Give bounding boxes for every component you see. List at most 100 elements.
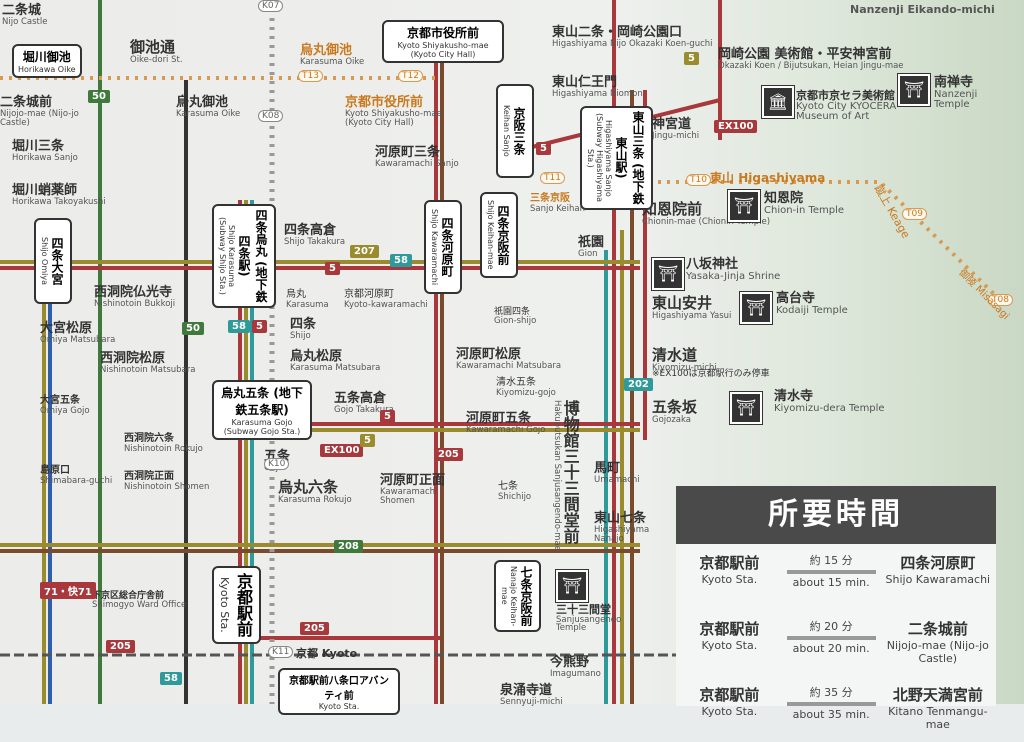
shrine-icon: ⛩ (651, 257, 685, 291)
subway-tag-k08: K08 (258, 110, 284, 122)
subway-tag-k07: K07 (258, 0, 284, 12)
route-badge-ex100[interactable]: EX100 (320, 444, 364, 457)
route-badge-205[interactable]: 205 (106, 640, 135, 653)
subway-tag-t09: T09 (902, 208, 927, 220)
to-station-en: Shijo Kawaramachi (885, 573, 991, 586)
route-badge-58[interactable]: 58 (390, 254, 412, 267)
double-arrow-icon (786, 570, 876, 574)
from-station-en: Kyoto Sta. (701, 639, 758, 652)
time-ja: 約 20 分 (809, 620, 853, 633)
to-station-en: Kitano Tenmangu-mae (888, 705, 988, 731)
box-karasuma-gojo: 烏丸五条 (地下鉄五条駅)Karasuma Gojo (Subway Gojo … (212, 380, 312, 440)
subway-tag-t08: T08 (988, 294, 1013, 306)
route-badge-5[interactable]: 5 (252, 320, 267, 333)
tozai-line-east (640, 180, 1002, 302)
route-badge-207[interactable]: 207 (350, 245, 379, 258)
museum-icon: 🏛 (761, 85, 795, 119)
route-badge-5-rapid[interactable]: 5 (684, 52, 699, 65)
route-badge-202[interactable]: 202 (624, 378, 653, 391)
route-badge-5-rapid[interactable]: 5 (360, 434, 375, 447)
temple-icon: ⛩ (729, 391, 763, 425)
time-en: about 35 min. (792, 708, 870, 721)
jr-kyoto-label: 京都 Kyoto (296, 647, 358, 660)
route-badge-5[interactable]: 5 (536, 142, 551, 155)
double-arrow-icon (786, 636, 876, 640)
from-station-en: Kyoto Sta. (701, 573, 758, 586)
temple-icon: ⛩ (739, 291, 773, 325)
subway-tag-k11: K11 (268, 646, 294, 658)
station-nanzenji-eikando-michi: Nanzenji Eikando-michi (850, 3, 995, 16)
time-ja: 約 15 分 (809, 554, 853, 567)
time-en: about 20 min. (792, 642, 870, 655)
from-station: 京都駅前 (699, 620, 760, 638)
route-badge-71[interactable]: 71・快71 (40, 582, 96, 599)
double-arrow-icon (786, 702, 876, 706)
to-station: 北野天満宮前 (892, 686, 983, 704)
route-badge-208[interactable]: 208 (334, 540, 363, 553)
temple-icon: ⛩ (727, 189, 761, 223)
route-badge-205[interactable]: 205 (300, 622, 329, 635)
route-badge-ex100[interactable]: EX100 (714, 120, 758, 133)
to-station-en: Nijojo-mae (Nijo-jo Castle) (886, 639, 989, 665)
time-en: about 15 min. (792, 576, 870, 589)
subway-tag-t10: T10 (686, 174, 711, 186)
route-badge-5-gojo[interactable]: 5 (380, 410, 395, 423)
from-station-en: Kyoto Sta. (701, 705, 758, 718)
route-badge-50[interactable]: 50 (182, 322, 204, 335)
ex100-note: ※EX100は京都駅行のみ停車 (652, 369, 770, 379)
from-station: 京都駅前 (699, 686, 760, 704)
route-badge-58[interactable]: 58 (228, 320, 250, 333)
from-station: 京都駅前 (699, 554, 760, 572)
route-badge-5[interactable]: 5 (325, 262, 340, 275)
route-badge-205[interactable]: 205 (434, 448, 463, 461)
route-badge-50[interactable]: 50 (88, 90, 110, 103)
route-badge-58[interactable]: 58 (160, 672, 182, 685)
to-station: 二条城前 (907, 620, 968, 638)
subway-tag-t12: T12 (398, 70, 423, 82)
